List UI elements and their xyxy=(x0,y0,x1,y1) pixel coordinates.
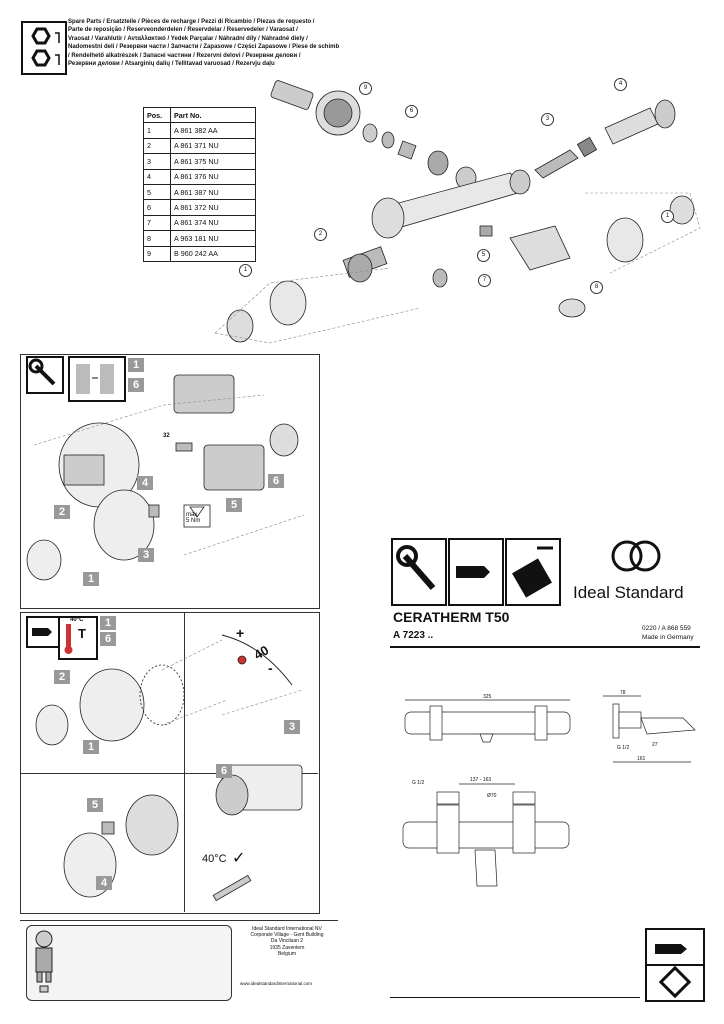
temp-step-6: 6 xyxy=(216,764,232,778)
callout-1-right: 1 xyxy=(661,210,674,223)
range-bottom-temp: 6 xyxy=(100,632,116,646)
made-in: Made in Germany xyxy=(642,634,694,641)
hand-wipe-icon xyxy=(645,928,705,970)
dimension-drawings xyxy=(402,695,696,887)
step-5: 5 xyxy=(226,498,242,512)
wrench-tool-icon xyxy=(391,538,447,606)
model-code: A 7223 .. xyxy=(393,630,434,641)
check-icon: ✓ xyxy=(232,850,246,867)
exploded-view-diagram xyxy=(214,80,701,344)
panel-divider-h xyxy=(20,773,318,774)
dim-thread-side: G 1/2 xyxy=(617,745,630,751)
panel-divider-v xyxy=(184,612,185,912)
cartridge-icon xyxy=(68,356,126,402)
temp-step-5: 5 xyxy=(87,798,103,812)
scale-plus: + xyxy=(236,625,245,641)
callout-6: 6 xyxy=(405,105,418,118)
temperature-panel xyxy=(20,612,320,914)
wrench-icon xyxy=(26,356,64,394)
dim-thread-front: G 1/2 xyxy=(412,780,425,786)
support-box xyxy=(26,925,232,1001)
maintenance-diagram xyxy=(26,374,305,581)
range-top-temp: 1 xyxy=(100,616,116,630)
check-temp-label: 40°C xyxy=(202,853,227,865)
temp-step-3: 3 xyxy=(284,720,300,734)
title-rule xyxy=(390,646,700,648)
range-top: 1 xyxy=(128,358,144,372)
dim-bore: Ø70 xyxy=(487,793,497,799)
callout-8: 8 xyxy=(590,281,603,294)
step-1: 1 xyxy=(83,572,99,586)
dim-depth: 78 xyxy=(620,690,626,696)
step-2: 2 xyxy=(54,505,70,519)
cleaning-icon xyxy=(505,538,561,606)
spare-parts-icon xyxy=(21,21,67,75)
temp-step-4: 4 xyxy=(96,876,112,890)
maintenance-panel xyxy=(20,354,320,609)
hand-pointing-icon xyxy=(26,616,60,648)
cloth-icon xyxy=(645,964,705,1002)
hand-icon xyxy=(448,538,504,606)
website-link[interactable]: www.idealstandardinternational.com xyxy=(240,981,313,986)
spare-parts-languages: Spare Parts / Ersatzteile / Pièces de re… xyxy=(68,19,340,68)
ideal-standard-logo xyxy=(611,540,661,572)
company-address: Ideal Standard International NV Corporat… xyxy=(250,926,324,957)
callout-5: 5 xyxy=(477,249,490,262)
callout-1-left: 1 xyxy=(239,264,252,277)
table-header: Pos. Part No. xyxy=(143,106,256,124)
dim-offset: 27 xyxy=(652,742,658,748)
temp-step-2: 2 xyxy=(54,670,70,684)
scale-minus: - xyxy=(268,660,273,676)
step-4: 4 xyxy=(137,476,153,490)
brand-name: Ideal Standard xyxy=(573,583,684,602)
callout-4: 4 xyxy=(614,78,627,91)
plumber-icon xyxy=(35,930,53,993)
callout-7: 7 xyxy=(478,274,491,287)
dim-width: 325 xyxy=(483,694,492,700)
dim-centers: 137 - 163 xyxy=(470,777,492,783)
range-bottom: 6 xyxy=(128,378,144,392)
step-3: 3 xyxy=(138,548,154,562)
callout-3: 3 xyxy=(541,113,554,126)
dim-reach: 161 xyxy=(637,756,646,762)
footer-rule-right xyxy=(390,997,640,998)
footer-rule-left xyxy=(20,920,338,921)
torque-label: max. 5 Nm xyxy=(186,512,201,524)
wrench-size: 32 xyxy=(163,433,170,439)
callout-9: 9 xyxy=(359,82,372,95)
callout-2: 2 xyxy=(314,228,327,241)
temp-step-1: 1 xyxy=(83,740,99,754)
thermo-label: 40°C xyxy=(70,617,84,623)
step-6: 6 xyxy=(268,474,284,488)
thermometer-icon xyxy=(58,616,98,660)
thermo-letter: T xyxy=(78,626,86,641)
product-title: CERATHERM T50 xyxy=(393,609,510,625)
temperature-diagram xyxy=(35,634,303,902)
doc-number: 0220 / A 868 559 xyxy=(642,625,691,632)
